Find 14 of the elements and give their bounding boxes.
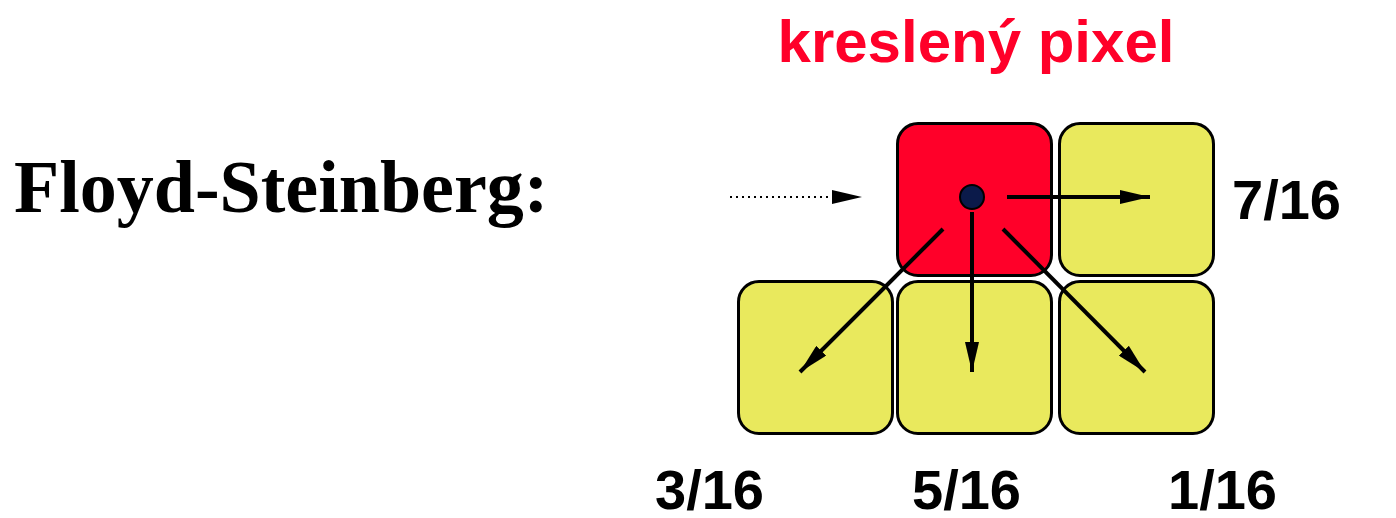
arrow: [729, 190, 863, 204]
pixel-heading: kreslený pixel: [776, 12, 1176, 72]
weight-fraction: 1/16: [1168, 462, 1277, 518]
weight-fraction: 7/16: [1232, 172, 1341, 228]
neighbor-pixel-cell: [896, 280, 1053, 435]
weight-fraction: 3/16: [655, 462, 764, 518]
arrow: [1007, 190, 1150, 204]
neighbor-pixel-cell: [1058, 280, 1215, 435]
neighbor-pixel-cell: [1058, 122, 1215, 277]
drawn-pixel-cell: [896, 122, 1053, 277]
weight-fraction: 5/16: [912, 462, 1021, 518]
arrow: [965, 212, 979, 372]
neighbor-pixel-cell: [737, 280, 894, 435]
arrow: [798, 227, 945, 374]
